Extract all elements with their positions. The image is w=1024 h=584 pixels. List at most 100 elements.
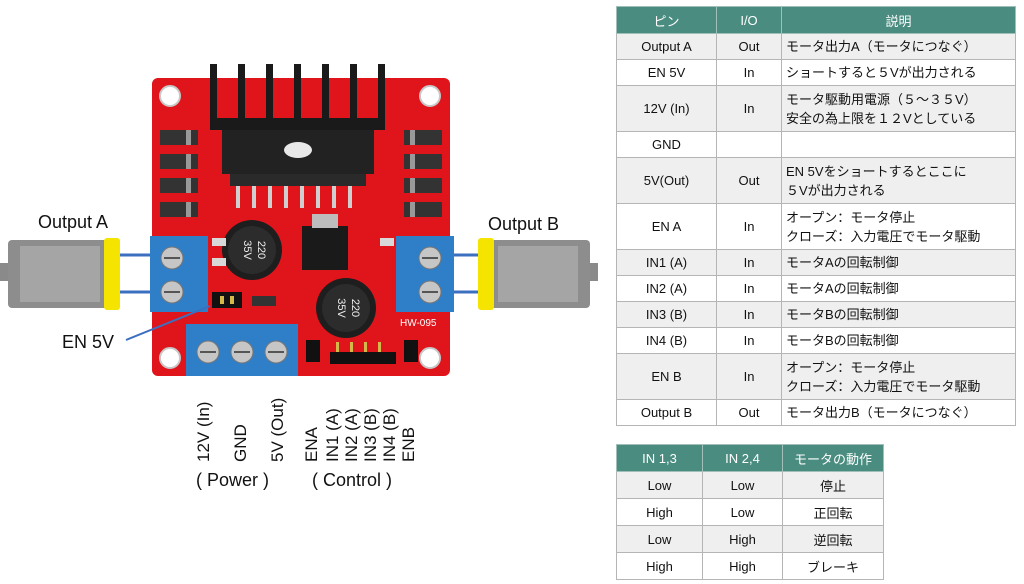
action-cell: 逆回転	[782, 525, 884, 553]
table-row: High Low 正回転	[616, 498, 884, 526]
control-group-label: ( Control )	[312, 470, 393, 490]
in13-cell: Low	[616, 471, 703, 499]
pin-cell: GND	[616, 131, 717, 158]
en5v-pointer	[125, 305, 211, 341]
voltage-regulator	[302, 214, 348, 270]
table-row: 12V (In) In モータ駆動用電源（５～３５V）安全の為上限を１２Vとして…	[616, 85, 1016, 132]
table-row: High High ブレーキ	[616, 552, 884, 580]
in13-cell: High	[616, 552, 703, 580]
desc-cell: モータBの回転制御	[781, 301, 1016, 328]
pin-table: ピン I/O 説明 Output A Out モータ出力A（モータにつなぐ） E…	[616, 6, 1016, 426]
pin-cell: 12V (In)	[616, 85, 717, 132]
motor-a	[0, 238, 158, 310]
pin-label-in2: IN2 (A)	[342, 408, 361, 462]
table-row: EN B In オープン：モータ停止クローズ：入力電圧でモータ駆動	[616, 353, 1016, 400]
table-row: EN 5V In ショートすると５Vが出力される	[616, 59, 1016, 86]
io-cell: In	[716, 59, 782, 86]
smd-parts	[212, 238, 394, 306]
pin-table-header: ピン I/O 説明	[616, 6, 1016, 34]
desc-cell: モータ駆動用電源（５～３５V）安全の為上限を１２Vとしている	[781, 85, 1016, 132]
svg-text:220: 220	[349, 299, 361, 317]
capacitor-2: 220 35V	[316, 278, 376, 338]
action-cell: 停止	[782, 471, 884, 499]
header-io: I/O	[716, 6, 782, 34]
pin-cell: IN3 (B)	[616, 301, 717, 328]
pin-cell: Output A	[616, 33, 717, 60]
io-cell	[716, 131, 782, 158]
capacitor-1: 220 35V	[222, 220, 282, 280]
l298n-diagram: 220 35V 220 35V	[0, 64, 598, 376]
table-row: IN1 (A) In モータAの回転制御	[616, 249, 1016, 276]
pin-cell: Output B	[616, 399, 717, 426]
pin-label-5v: 5V (Out)	[268, 397, 287, 462]
logic-table: IN 1,3 IN 2,4 モータの動作 Low Low 停止 High Low…	[616, 444, 884, 580]
pin-cell: 5V(Out)	[616, 157, 717, 204]
io-cell: In	[716, 353, 782, 400]
in24-cell: High	[702, 525, 783, 553]
en5v-jumper	[212, 292, 242, 308]
in13-cell: High	[616, 498, 703, 526]
pin-cell: EN A	[616, 203, 717, 250]
header-desc: 説明	[781, 6, 1016, 34]
io-cell: Out	[716, 399, 782, 426]
terminal-output-a	[150, 236, 208, 312]
pin-label-gnd: GND	[231, 424, 250, 462]
header-pin: ピン	[616, 6, 717, 34]
header-motor-action: モータの動作	[782, 444, 884, 472]
header-in13: IN 1,3	[616, 444, 703, 472]
control-header	[306, 340, 418, 364]
desc-cell: オープン：モータ停止クローズ：入力電圧でモータ駆動	[781, 203, 1016, 250]
desc-cell: モータBの回転制御	[781, 327, 1016, 354]
pin-cell: IN1 (A)	[616, 249, 717, 276]
desc-cell	[781, 131, 1016, 158]
heatsink	[210, 64, 385, 174]
pin-label-in3: IN3 (B)	[361, 408, 380, 462]
desc-cell: オープン：モータ停止クローズ：入力電圧でモータ駆動	[781, 353, 1016, 400]
action-cell: ブレーキ	[782, 552, 884, 580]
desc-cell: ショートすると５Vが出力される	[781, 59, 1016, 86]
driver-chip-legs	[230, 174, 366, 208]
board-label: HW-095	[400, 318, 437, 329]
in24-cell: High	[702, 552, 783, 580]
table-row: IN4 (B) In モータBの回転制御	[616, 327, 1016, 354]
table-row: IN2 (A) In モータAの回転制御	[616, 275, 1016, 302]
svg-text:220: 220	[255, 241, 267, 259]
pin-cell: IN2 (A)	[616, 275, 717, 302]
svg-text:35V: 35V	[241, 240, 253, 260]
desc-cell: モータ出力B（モータにつなぐ）	[781, 399, 1016, 426]
diodes	[160, 130, 442, 217]
pin-label-ena: ENA	[302, 427, 321, 462]
in13-cell: Low	[616, 525, 703, 553]
table-row: Low Low 停止	[616, 471, 884, 499]
logic-table-header: IN 1,3 IN 2,4 モータの動作	[616, 444, 884, 472]
io-cell: In	[716, 301, 782, 328]
io-cell: Out	[716, 33, 782, 60]
pin-cell: EN 5V	[616, 59, 717, 86]
svg-text:35V: 35V	[335, 298, 347, 318]
pin-label-in1: IN1 (A)	[323, 408, 342, 462]
io-cell: In	[716, 275, 782, 302]
en5v-label: EN 5V	[62, 332, 115, 352]
pin-label-12v: 12V (In)	[194, 401, 213, 462]
pin-label-enb: ENB	[399, 427, 418, 462]
in24-cell: Low	[702, 471, 783, 499]
table-row: Low High 逆回転	[616, 525, 884, 553]
desc-cell: モータ出力A（モータにつなぐ）	[781, 33, 1016, 60]
header-in24: IN 2,4	[702, 444, 783, 472]
io-cell: In	[716, 249, 782, 276]
desc-cell: モータAの回転制御	[781, 249, 1016, 276]
output-a-label: Output A	[38, 212, 109, 232]
io-cell: In	[716, 327, 782, 354]
table-row: GND	[616, 131, 1016, 158]
pin-cell: IN4 (B)	[616, 327, 717, 354]
terminal-power	[186, 324, 298, 376]
action-cell: 正回転	[782, 498, 884, 526]
pin-cell: EN B	[616, 353, 717, 400]
table-row: EN A In オープン：モータ停止クローズ：入力電圧でモータ駆動	[616, 203, 1016, 250]
motor-b	[440, 238, 598, 310]
table-row: Output A Out モータ出力A（モータにつなぐ）	[616, 33, 1016, 60]
table-row: Output B Out モータ出力B（モータにつなぐ）	[616, 399, 1016, 426]
desc-cell: モータAの回転制御	[781, 275, 1016, 302]
